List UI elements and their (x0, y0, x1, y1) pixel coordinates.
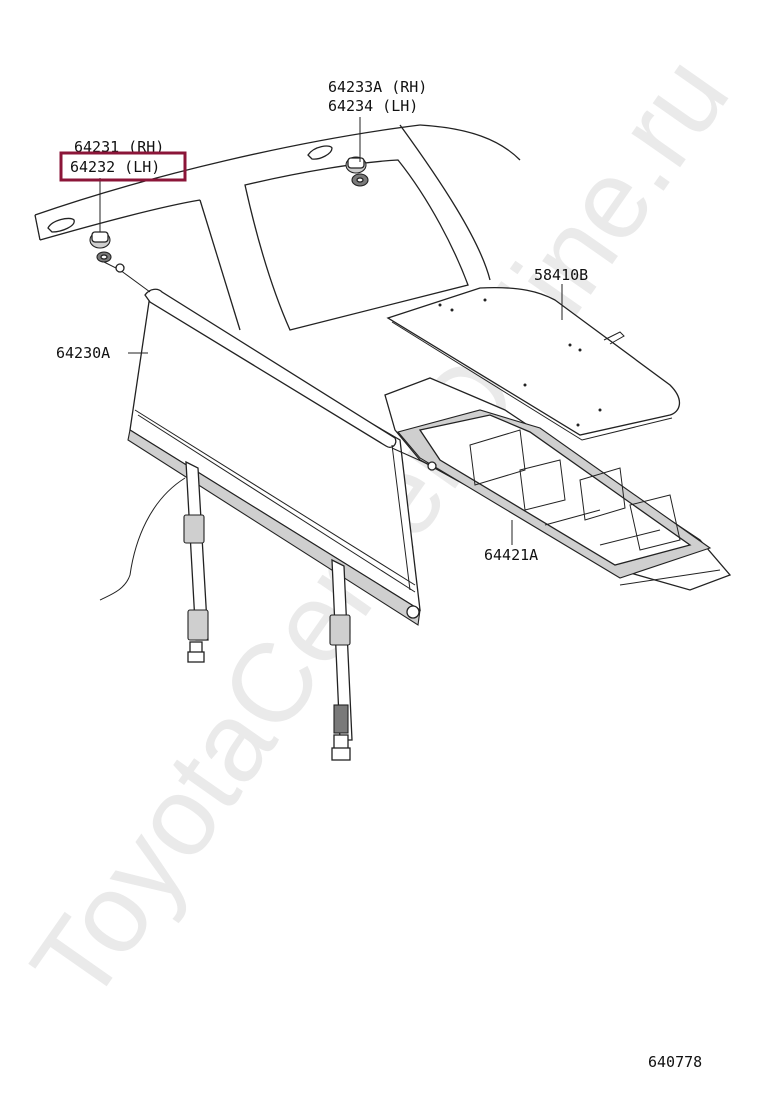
callout-64234: 64234 (LH) (328, 97, 418, 115)
tonneau-cover (103, 261, 437, 626)
callout-64230a: 64230A (56, 344, 110, 362)
deck-board (386, 286, 681, 441)
roof-slot-left (47, 217, 75, 233)
callout-64232: 64232 (LH) (70, 158, 160, 176)
luggage-tray (384, 377, 732, 591)
leader-lines (99, 117, 563, 545)
roof-outline (34, 124, 521, 601)
tonneau-holder-rh (345, 156, 369, 187)
figure-number: 640778 (648, 1053, 702, 1071)
cover-strap-right (329, 558, 353, 761)
roof-slot-right (307, 145, 333, 160)
tonneau-holder-lh (89, 231, 112, 263)
callout-64233a: 64233A (RH) (328, 78, 427, 96)
callout-58410b: 58410B (534, 266, 588, 284)
cover-strap-left (183, 460, 209, 663)
highlight-box (59, 151, 187, 182)
callout-64421a: 64421A (484, 546, 538, 564)
